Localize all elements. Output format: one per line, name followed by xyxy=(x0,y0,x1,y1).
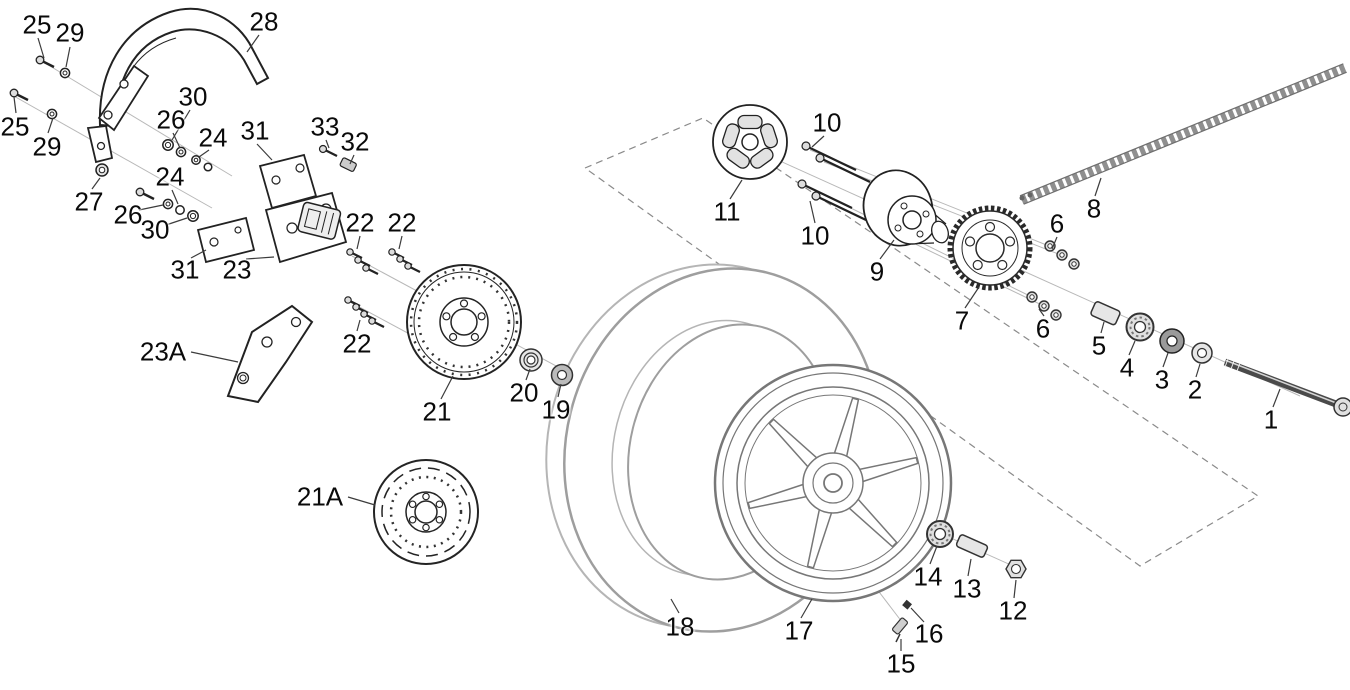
dashed-projection-box xyxy=(583,117,1260,567)
wheel-art xyxy=(713,363,953,603)
hub-art xyxy=(797,141,949,247)
brake-disc-art xyxy=(406,264,522,380)
cush-drive-art xyxy=(712,104,788,180)
adjuster-plates-art xyxy=(196,144,357,264)
wave-brake-disc-art xyxy=(373,459,479,565)
caliper-bracket-art xyxy=(226,304,314,404)
rear-fender-art xyxy=(86,7,270,164)
disc-bolts-art xyxy=(344,248,421,328)
sprocket-art xyxy=(947,205,1033,291)
axle-parts-art xyxy=(1090,301,1350,417)
spacer-seal-art xyxy=(519,348,574,387)
leader-lines xyxy=(13,34,1281,651)
drive-chain-icon xyxy=(1019,63,1348,205)
lower-axle-parts-art xyxy=(892,520,1027,643)
fastener-cluster-art xyxy=(9,55,213,222)
sprocket-nuts-art xyxy=(1026,240,1080,321)
